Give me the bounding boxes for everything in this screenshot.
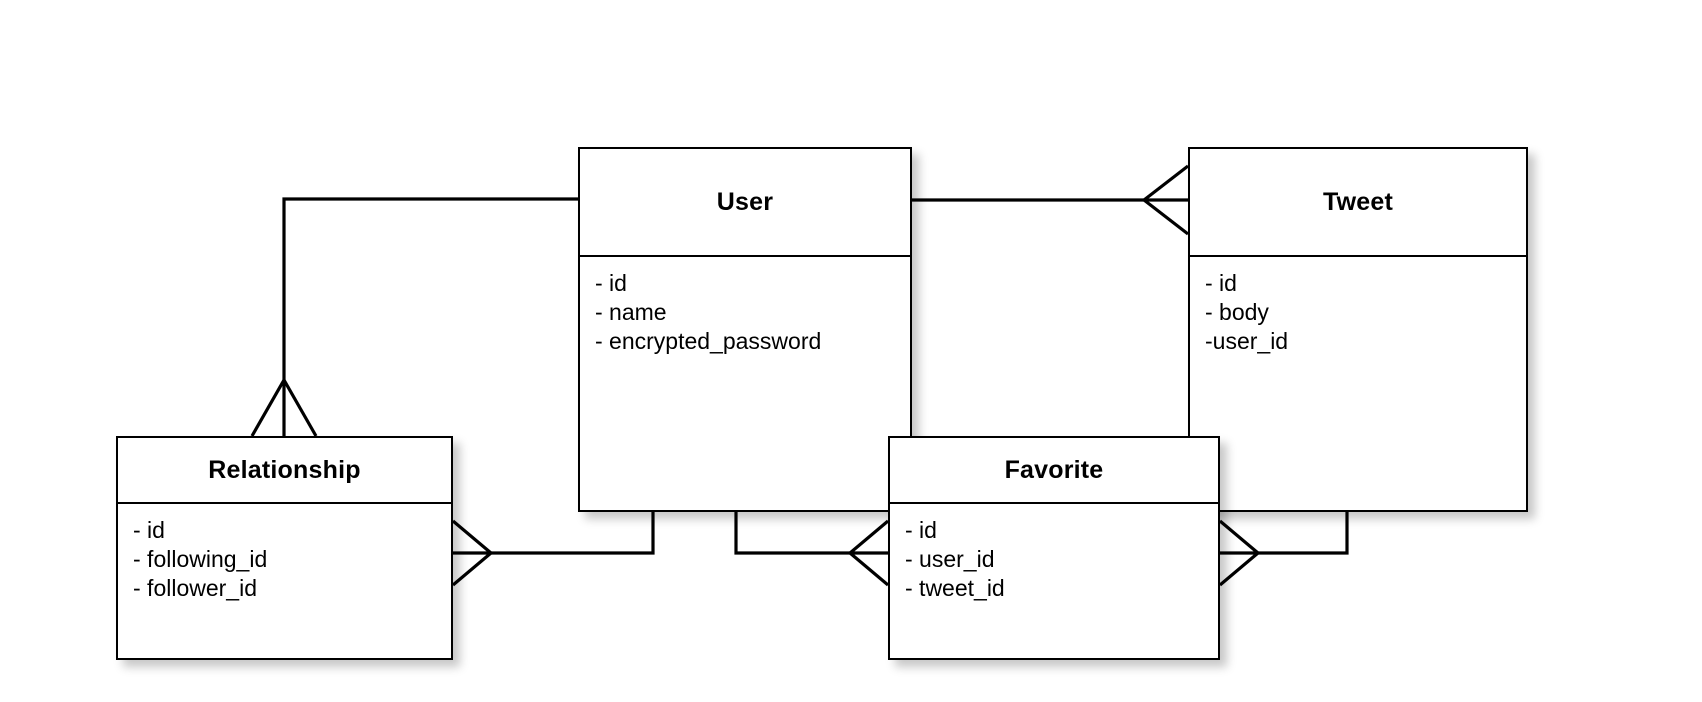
entity-favorite-title: Favorite [1004,455,1104,484]
attribute-row: - id [1205,270,1237,296]
attribute-row: - user_id [905,546,995,572]
attribute-row: - id [133,517,165,543]
entity-tweet-attributes: - id - body -user_id [1190,257,1526,356]
entity-relationship-attributes: - id - following_id - follower_id [118,504,451,603]
edge-tweet-favorite [1253,512,1349,555]
crows-foot-relationship-top [250,379,318,437]
entity-favorite-header: Favorite [890,438,1218,504]
crows-foot-tweet-left [1143,164,1189,236]
entity-tweet-header: Tweet [1190,149,1526,257]
entity-tweet[interactable]: Tweet - id - body -user_id [1188,147,1528,512]
edge-user-relationship-right [486,512,655,555]
attribute-row: - following_id [133,546,268,572]
crows-foot-favorite-right [1218,519,1260,587]
entity-tweet-title: Tweet [1323,187,1393,216]
attribute-row: -user_id [1205,328,1289,354]
attribute-row: - id [905,517,937,543]
entity-user-header: User [580,149,910,257]
entity-favorite[interactable]: Favorite - id - user_id - tweet_id [888,436,1220,660]
crows-foot-relationship-right [451,519,493,587]
entity-user[interactable]: User - id - name - encrypted_password [578,147,912,512]
attribute-row: - encrypted_password [595,328,822,354]
entity-favorite-attributes: - id - user_id - tweet_id [890,504,1218,603]
attribute-row: - tweet_id [905,575,1005,601]
attribute-row: - id [595,270,627,296]
attribute-row: - follower_id [133,575,257,601]
crows-foot-favorite-left [848,519,890,587]
attribute-row: - body [1205,299,1269,325]
entity-relationship-header: Relationship [118,438,451,504]
entity-user-attributes: - id - name - encrypted_password [580,257,910,356]
edge-user-relationship-top [282,197,578,380]
entity-user-title: User [716,187,774,216]
edge-user-favorite [734,512,855,555]
attribute-row: - name [595,299,667,325]
entity-relationship[interactable]: Relationship - id - following_id - follo… [116,436,453,660]
entity-relationship-title: Relationship [208,455,361,484]
